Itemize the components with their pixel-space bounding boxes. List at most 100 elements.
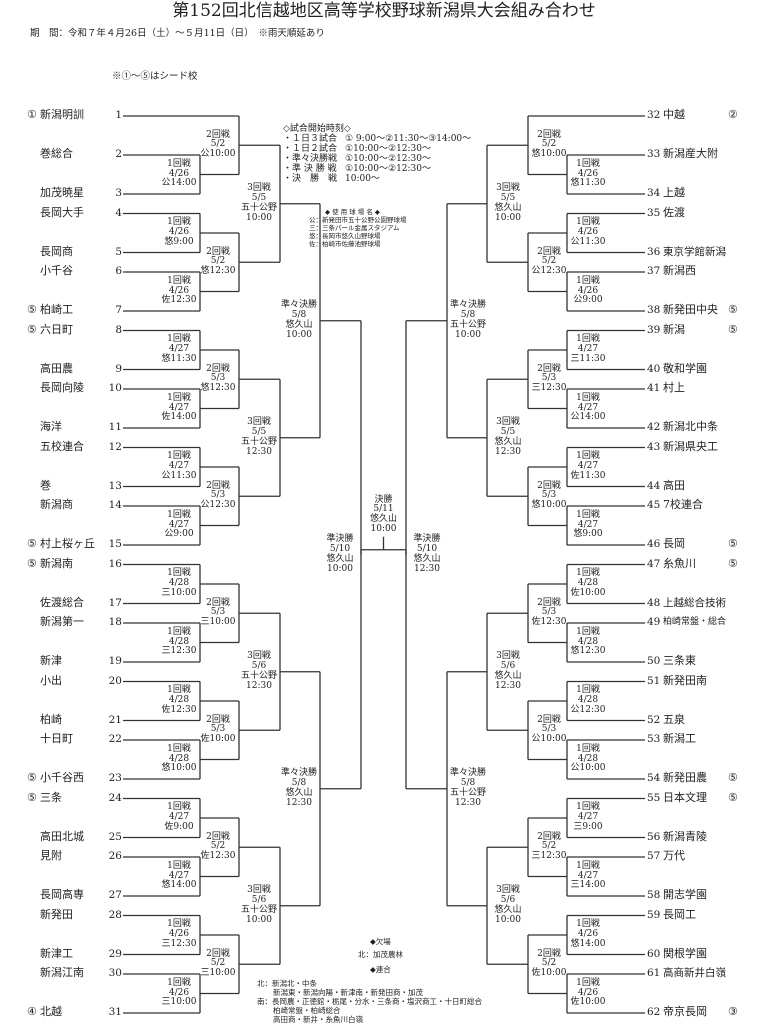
match-label-line: 10:00 xyxy=(327,563,353,574)
team-number: 37 xyxy=(647,265,661,277)
match-label-line: 5/5 xyxy=(500,192,516,203)
match-label-line: 悠久山 xyxy=(494,904,522,915)
match-label-line: 佐12:30 xyxy=(200,851,236,862)
team-name: 日本文理 xyxy=(663,790,707,804)
match-label-line: 10:00 xyxy=(246,212,272,223)
match-label-line: 4/26 xyxy=(577,929,599,940)
match-label-line: 三10:00 xyxy=(200,968,236,979)
match-label-line: 5/2 xyxy=(541,256,557,267)
seed-badge: ⑤ xyxy=(27,322,37,336)
match-label-line: 12:30 xyxy=(495,446,521,457)
seed-badge: ⑤ xyxy=(728,556,738,570)
team-number: 49 xyxy=(647,616,661,628)
match-label-line: 悠9:00 xyxy=(164,236,194,247)
start-time-label: ・１日３試合 xyxy=(283,134,338,144)
match-label-line: 1回戦 xyxy=(167,158,191,169)
team-number: 56 xyxy=(647,830,661,843)
seed-badge: ⑤ xyxy=(728,322,738,336)
team-name: 新発田南 xyxy=(663,673,707,687)
match-label-line: 2回戦 xyxy=(537,597,561,608)
team-number: 8 xyxy=(115,323,122,336)
team-number: 32 xyxy=(647,109,661,121)
match-label-line: 4/27 xyxy=(168,519,190,530)
match-label-line: 4/26 xyxy=(168,987,190,998)
team-name: 村上桜ヶ丘 xyxy=(40,537,95,550)
match-label-line: 1回戦 xyxy=(167,334,191,345)
team-number: 2 xyxy=(115,148,122,160)
match-label-line: 1回戦 xyxy=(576,568,600,579)
match-label-line: 三10:00 xyxy=(161,997,197,1008)
match-label-line: 4/27 xyxy=(168,870,190,881)
match-label-line: 公10:00 xyxy=(531,734,567,745)
match-label-line: 悠12:30 xyxy=(200,383,236,394)
match-label-line: 2回戦 xyxy=(537,480,561,491)
team-number: 22 xyxy=(108,733,122,745)
match-label-line: 12:30 xyxy=(455,797,481,808)
match-label-line: 悠9:00 xyxy=(573,529,603,540)
team-number: 52 xyxy=(647,713,661,726)
match-label-line: 12:30 xyxy=(414,563,440,574)
match-label-line: 5/5 xyxy=(251,426,267,437)
team-number: 26 xyxy=(108,850,122,862)
match-label-line: 4/28 xyxy=(168,636,190,647)
match-label-line: 5/3 xyxy=(541,607,557,618)
match-label-line: 佐9:00 xyxy=(164,821,194,832)
match-label-line: 5/8 xyxy=(460,777,476,788)
team-number: 27 xyxy=(108,889,122,901)
match-label-line: 5/10 xyxy=(416,543,438,554)
match-label-line: 4/26 xyxy=(168,168,190,179)
team-name: 新潟第一 xyxy=(40,615,84,628)
team-name: 新津 xyxy=(40,654,62,667)
match-label-line: 1回戦 xyxy=(576,860,600,871)
match-label-line: 1回戦 xyxy=(167,275,191,286)
start-time-value: ① 9:00～②11:30～③14:00～ xyxy=(345,134,472,144)
team-name: 海洋 xyxy=(40,420,62,433)
team-number: 7 xyxy=(115,304,122,316)
match-label-line: 4/28 xyxy=(168,578,190,589)
start-time-label: ・決 勝 戦 xyxy=(283,174,338,184)
team-number: 62 xyxy=(647,1006,661,1018)
match-label-line: 五十公野 xyxy=(449,319,486,330)
match-label-line: 10:00 xyxy=(370,523,397,534)
team-number: 40 xyxy=(647,362,661,375)
match-label-line: 1回戦 xyxy=(167,860,191,871)
match-label-line: 5/3 xyxy=(210,607,226,618)
seed-badge: ⑤ xyxy=(728,303,738,316)
team-name: 新潟産大附 xyxy=(663,147,718,160)
match-label-line: 1回戦 xyxy=(576,626,600,637)
team-number: 3 xyxy=(115,187,122,199)
seed-badge: ③ xyxy=(728,1005,738,1018)
page-title: 第152回北信越地区高等学校野球新潟県大会組み合わせ xyxy=(172,1,596,21)
team-name: 新発田中央 xyxy=(663,303,718,316)
match-label-line: 公10:00 xyxy=(570,763,606,774)
match-label-line: 2回戦 xyxy=(206,831,230,842)
match-label-line: 1回戦 xyxy=(167,743,191,754)
team-name: 新潟県央工 xyxy=(663,439,718,453)
team-name: 長岡商 xyxy=(40,244,73,258)
match-label-line: 12:30 xyxy=(286,797,312,808)
team-name: 五校連合 xyxy=(40,439,84,453)
team-name: 巻総合 xyxy=(40,147,73,160)
match-label-line: 2回戦 xyxy=(537,831,561,842)
match-label-line: 三14:00 xyxy=(570,880,606,891)
match-label-line: 悠久山 xyxy=(285,319,313,330)
start-times-heading: ◇試合開始時刻◇ xyxy=(283,124,351,134)
match-label-line: 5/8 xyxy=(460,309,476,320)
combined-heading: ◆連合 xyxy=(370,965,391,974)
match-label-line: 10:00 xyxy=(286,329,312,340)
match-label-line: 3回戦 xyxy=(247,417,271,428)
team-name: 五泉 xyxy=(663,712,685,726)
venue-item: 悠：長岡市悠久山野球場 xyxy=(309,232,381,240)
